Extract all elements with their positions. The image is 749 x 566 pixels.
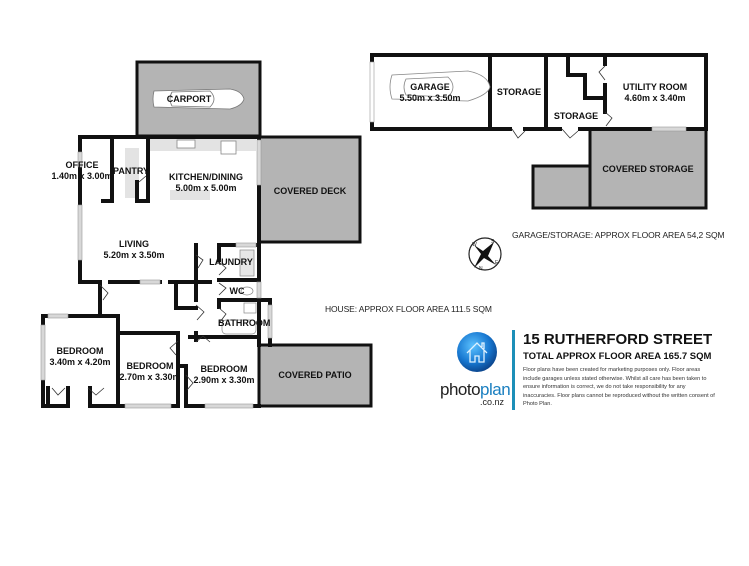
room-name: STORAGE <box>496 87 542 97</box>
svg-text:S: S <box>491 239 495 245</box>
garage-door-swings <box>511 65 613 139</box>
room-name: COVERED DECK <box>273 186 347 196</box>
room-label-covered-deck: COVERED DECK <box>262 186 358 197</box>
room-label-wc: WC <box>226 286 248 297</box>
car-icon <box>152 88 245 110</box>
total-area: TOTAL APPROX FLOOR AREA 165.7 SQM <box>523 351 712 362</box>
cooktop-icon <box>176 139 196 149</box>
kitchen-counter <box>148 139 256 151</box>
room-name: LAUNDRY <box>209 257 253 267</box>
room-dims: 1.40m x 3.00m <box>51 171 113 181</box>
logo-text-plan: plan <box>480 380 511 399</box>
covered-deck-area <box>257 135 362 244</box>
room-label-bedroom-2: BEDROOM 2.70m x 3.30m <box>114 361 186 383</box>
room-label-garage: GARAGE 5.50m x 3.50m <box>392 82 468 104</box>
vanity-icon <box>243 302 257 314</box>
logo-domain: .co.nz <box>480 397 505 407</box>
room-label-kitchen: KITCHEN/DINING 5.00m x 5.00m <box>166 172 246 194</box>
photoplan-logo: photoplan .co.nz <box>440 332 520 412</box>
room-name: BEDROOM <box>200 364 248 374</box>
house-walls <box>41 135 272 408</box>
room-name: PANTRY <box>113 166 149 176</box>
room-dims: 3.40m x 4.20m <box>49 357 111 367</box>
room-name: BEDROOM <box>56 346 104 356</box>
room-label-carport: CARPORT <box>160 94 218 105</box>
svg-text:W: W <box>472 242 477 248</box>
covered-storage-annex <box>531 164 592 210</box>
room-label-covered-storage: COVERED STORAGE <box>596 164 700 175</box>
room-dims: 4.60m x 3.40m <box>624 93 686 103</box>
room-name: CARPORT <box>166 94 212 104</box>
room-label-pantry: PANTRY <box>112 166 150 177</box>
room-dims: 2.70m x 3.30m <box>119 372 181 382</box>
room-name: BEDROOM <box>126 361 174 371</box>
room-name: GARAGE <box>410 82 450 92</box>
room-label-living: LIVING 5.20m x 3.50m <box>98 239 170 261</box>
room-name: LIVING <box>118 239 149 249</box>
room-label-bedroom-3: BEDROOM 2.90m x 3.30m <box>188 364 260 386</box>
house-area-note: HOUSE: APPROX FLOOR AREA 111.5 SQM <box>325 304 492 314</box>
logo-text-photo: photo <box>440 380 481 399</box>
room-name: STORAGE <box>553 111 599 121</box>
utility-window <box>651 126 687 132</box>
bathtub-icon <box>221 319 257 335</box>
property-title: 15 RUTHERFORD STREET <box>523 331 713 348</box>
garage-area-note: GARAGE/STORAGE: APPROX FLOOR AREA 54,2 S… <box>512 230 725 240</box>
room-name: COVERED STORAGE <box>602 164 694 174</box>
house-globe-icon <box>457 332 497 372</box>
disclaimer-text: Floor plans have been created for market… <box>523 367 715 408</box>
room-label-office: OFFICE 1.40m x 3.00m <box>46 160 118 182</box>
covered-patio-area <box>257 343 373 408</box>
car-icon <box>389 70 491 102</box>
room-dims: 2.90m x 3.30m <box>193 375 255 385</box>
laundry-tub-icon <box>239 249 255 277</box>
garage-door-opening <box>369 61 375 123</box>
room-dims: 5.50m x 3.50m <box>399 93 461 103</box>
room-name: OFFICE <box>65 160 99 170</box>
logo-wordmark: photoplan <box>440 380 511 400</box>
room-label-laundry: LAUNDRY <box>205 257 257 268</box>
svg-text:N: N <box>479 266 483 272</box>
toilet-icon <box>240 286 254 296</box>
room-name: WC <box>229 286 245 296</box>
house-windows <box>40 139 273 409</box>
kitchen-island <box>170 190 210 200</box>
room-label-utility: UTILITY ROOM 4.60m x 3.40m <box>612 82 698 104</box>
svg-text:E: E <box>495 260 499 266</box>
property-info-panel: 15 RUTHERFORD STREET TOTAL APPROX FLOOR … <box>512 330 717 410</box>
sink-icon <box>220 140 237 155</box>
room-dims: 5.20m x 3.50m <box>103 250 165 260</box>
room-label-covered-patio: COVERED PATIO <box>262 370 368 381</box>
room-name: UTILITY ROOM <box>622 82 688 92</box>
compass-icon: W S E N <box>468 237 502 272</box>
room-label-bathroom: BATHROOM <box>218 318 270 329</box>
room-label-storage-1: STORAGE <box>492 87 546 98</box>
room-label-storage-2: STORAGE <box>550 111 602 122</box>
room-name: COVERED PATIO <box>278 370 352 380</box>
room-label-bedroom-1: BEDROOM 3.40m x 4.20m <box>44 346 116 368</box>
bath-fixtures <box>221 249 257 335</box>
room-name: KITCHEN/DINING <box>169 172 243 182</box>
door-swings <box>51 175 227 396</box>
room-dims: 5.00m x 5.00m <box>175 183 237 193</box>
room-name: BATHROOM <box>218 318 271 328</box>
